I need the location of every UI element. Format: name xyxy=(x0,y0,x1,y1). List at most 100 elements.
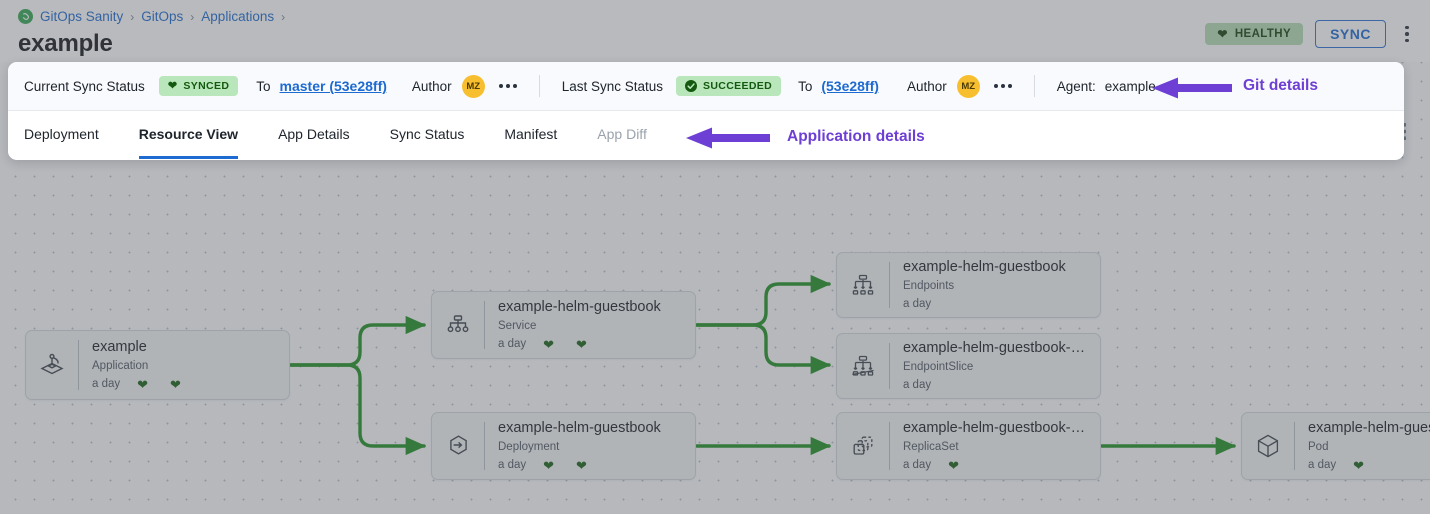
replicaset-icon xyxy=(837,413,889,479)
node-age: a day xyxy=(1308,458,1337,471)
tab-app-details[interactable]: App Details xyxy=(278,111,350,159)
annotation-git-details: Git details xyxy=(1243,77,1318,94)
check-circle-icon xyxy=(685,80,697,92)
breadcrumb-separator: › xyxy=(130,9,135,24)
node-kind: Endpoints xyxy=(903,279,955,292)
node-divider xyxy=(484,422,485,470)
node-title: example-helm-guestbook-74… xyxy=(902,420,1090,437)
graph-node-endpointslice[interactable]: example-helm-guestbook-ct… EndpointSlice… xyxy=(836,333,1101,399)
graph-node-deployment[interactable]: example-helm-guestbook Deployment a day … xyxy=(431,412,696,480)
avatar: MZ xyxy=(461,74,485,98)
argo-logo-icon xyxy=(18,9,33,24)
current-sync-status-chip: ❤ SYNCED xyxy=(158,76,239,96)
page-header: GitOps Sanity › GitOps › Applications › … xyxy=(0,0,1430,62)
current-sync-chip-label: SYNCED xyxy=(183,80,230,92)
node-age: a day xyxy=(902,458,932,471)
node-age: a day xyxy=(498,337,527,350)
last-sync-status-label: Last Sync Status xyxy=(561,78,663,94)
node-kind: Deployment xyxy=(498,440,560,453)
node-age: a day xyxy=(903,297,932,310)
breadcrumb: GitOps Sanity › GitOps › Applications › xyxy=(18,9,285,24)
service-icon xyxy=(432,292,484,358)
graph-node-application[interactable]: example Application a day ❤ ❤ xyxy=(25,330,290,400)
tab-sync-status[interactable]: Sync Status xyxy=(390,111,465,159)
graph-node-replicaset[interactable]: example-helm-guestbook-74… ReplicaSet a … xyxy=(836,412,1101,480)
node-footer: a day ❤ xyxy=(1308,458,1430,473)
page-title: example xyxy=(18,30,113,57)
sync-heart-icon: ❤ xyxy=(576,457,587,473)
kebab-menu-icon[interactable] xyxy=(1398,23,1416,45)
breadcrumb-item-0[interactable]: GitOps Sanity xyxy=(40,9,124,24)
current-revision-link[interactable]: master (53e28ff) xyxy=(279,78,387,94)
annotation-application-details: Application details xyxy=(787,128,925,145)
node-title: example-helm-guestbook xyxy=(498,420,661,437)
to-label-current: To xyxy=(256,78,271,94)
node-title: example-helm-guestbook xyxy=(498,299,661,316)
node-footer: a day ❤ xyxy=(903,458,1090,473)
node-divider xyxy=(484,301,485,349)
node-body: example-helm-guestbook-74… ReplicaSet a … xyxy=(890,419,1100,473)
node-body: example-helm-guestbook Service a day ❤ ❤ xyxy=(485,298,671,352)
health-heart-icon: ❤ xyxy=(948,457,959,473)
node-kind: EndpointSlice xyxy=(902,360,974,373)
last-revision-link[interactable]: (53e28ff) xyxy=(821,78,879,94)
sync-button[interactable]: SYNC xyxy=(1315,20,1386,48)
tab-label: App Details xyxy=(278,125,350,142)
agent-value: example xyxy=(1104,78,1156,94)
node-title: example-helm-guest xyxy=(1308,420,1430,437)
last-sync-status-chip: SUCCEEDED xyxy=(676,76,782,96)
heart-icon: ❤ xyxy=(1217,27,1228,41)
header-actions: ❤ HEALTHY SYNC xyxy=(1205,20,1416,48)
health-heart-icon: ❤ xyxy=(543,457,555,473)
pod-icon xyxy=(1242,413,1294,479)
current-sync-status-label: Current Sync Status xyxy=(24,78,145,94)
node-divider xyxy=(889,262,890,308)
breadcrumb-item-1[interactable]: GitOps xyxy=(141,9,184,24)
author-label-last: Author xyxy=(906,78,947,94)
node-status-icons: ❤ ❤ xyxy=(543,459,587,472)
sync-heart-icon: ❤ xyxy=(576,336,587,352)
node-kind: ReplicaSet xyxy=(902,440,959,453)
node-divider xyxy=(889,422,890,470)
breadcrumb-separator: › xyxy=(281,9,286,24)
health-heart-icon: ❤ xyxy=(543,336,555,352)
tab-label: Sync Status xyxy=(389,125,465,142)
node-body: example-helm-guestbook-ct… EndpointSlice… xyxy=(890,339,1100,393)
left-arrow-annotation-icon xyxy=(1152,77,1232,99)
left-arrow-annotation-icon xyxy=(686,127,770,149)
more-horizontal-icon[interactable] xyxy=(993,84,1012,88)
node-divider xyxy=(78,340,79,390)
node-body: example-helm-guestbook Deployment a day … xyxy=(485,419,671,473)
status-badge-healthy: ❤ HEALTHY xyxy=(1205,23,1304,45)
node-status-icons: ❤ xyxy=(1353,459,1364,472)
tab-label: Resource View xyxy=(138,125,239,142)
node-title: example-helm-guestbook xyxy=(903,259,1066,276)
tab-label: Manifest xyxy=(504,125,558,142)
tab-label: Deployment xyxy=(24,125,99,142)
node-body: example-helm-guest Pod a day ❤ xyxy=(1295,419,1430,473)
breadcrumb-item-2[interactable]: Applications xyxy=(201,9,275,24)
sync-status-row: Current Sync Status ❤ SYNCED To master (… xyxy=(8,62,1404,111)
deployment-icon xyxy=(432,413,484,479)
tab-app-diff[interactable]: App Diff xyxy=(597,111,647,159)
argo-application-icon xyxy=(26,331,78,399)
tab-label: App Diff xyxy=(597,125,647,142)
graph-node-service[interactable]: example-helm-guestbook Service a day ❤ ❤ xyxy=(431,291,696,359)
divider xyxy=(538,75,540,97)
node-footer: a day xyxy=(903,297,1066,312)
node-divider xyxy=(889,343,890,389)
node-kind: Pod xyxy=(1308,440,1329,453)
tab-resource-view[interactable]: Resource View xyxy=(138,111,239,159)
tab-manifest[interactable]: Manifest xyxy=(504,111,557,159)
node-body: example Application a day ❤ ❤ xyxy=(79,338,191,392)
node-kind: Application xyxy=(92,359,149,372)
to-label-last: To xyxy=(798,78,813,94)
tab-deployment[interactable]: Deployment xyxy=(24,111,99,159)
graph-node-endpoints[interactable]: example-helm-guestbook Endpoints a day xyxy=(836,252,1101,318)
more-horizontal-icon[interactable] xyxy=(498,84,517,88)
avatar: MZ xyxy=(956,74,980,98)
node-footer: a day xyxy=(903,378,1090,393)
graph-node-pod[interactable]: example-helm-guest Pod a day ❤ xyxy=(1241,412,1430,480)
node-status-icons: ❤ ❤ xyxy=(543,338,587,351)
